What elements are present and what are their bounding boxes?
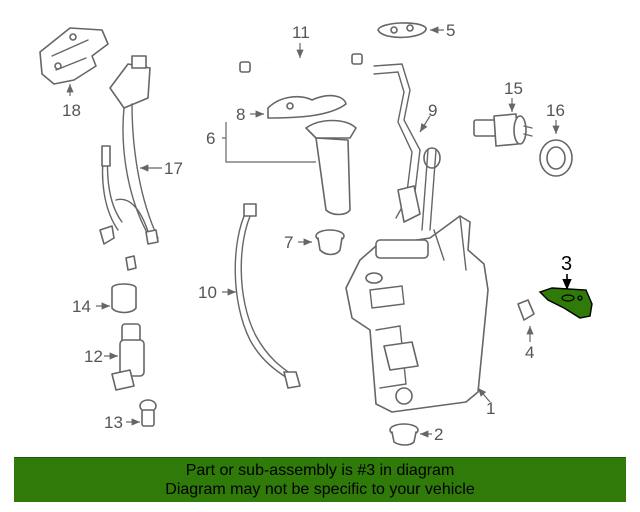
callout-15: 15	[504, 79, 523, 98]
callout-9: 9	[428, 101, 437, 120]
callout-8: 8	[236, 105, 245, 124]
part-12-pump	[111, 323, 145, 391]
banner-line-1: Part or sub-assembly is #3 in diagram	[185, 462, 455, 479]
part-9-filler-neck	[373, 63, 441, 231]
callout-1: 1	[486, 399, 495, 418]
callout-10: 10	[198, 283, 217, 302]
part-4-clip	[517, 299, 535, 321]
info-banner: Part or sub-assembly is #3 in diagram Di…	[14, 457, 626, 502]
part-11-hose	[239, 53, 363, 73]
callout-17: 17	[164, 159, 183, 178]
part-1-reservoir	[345, 215, 489, 413]
callout-16: 16	[546, 101, 565, 120]
part-5-cap	[377, 22, 427, 39]
part-18-bracket	[39, 27, 109, 85]
callout-12: 12	[84, 347, 103, 366]
part-6-pump-tube	[305, 119, 357, 216]
part-15-sensor	[473, 113, 533, 147]
part-3-bracket-highlighted[interactable]	[538, 287, 593, 319]
callout-6: 6	[206, 129, 215, 148]
part-17-harness	[99, 55, 159, 271]
callout-18: 18	[62, 101, 81, 120]
callout-14: 14	[72, 297, 91, 316]
banner-line-2: Diagram may not be specific to your vehi…	[165, 481, 475, 498]
part-8-grommet	[267, 94, 347, 119]
callout-7: 7	[284, 233, 293, 252]
callout-11: 11	[292, 23, 310, 42]
part-7-grommet	[315, 229, 345, 256]
leader-6	[222, 122, 316, 163]
callout-13: 13	[104, 413, 123, 432]
callout-5: 5	[446, 21, 455, 40]
part-10-hose	[234, 203, 301, 389]
leader-1	[477, 387, 491, 403]
part-2-grommet	[389, 423, 419, 446]
part-13-fitting	[139, 399, 157, 427]
callout-2: 2	[434, 425, 443, 444]
callout-3: 3	[561, 253, 572, 275]
callout-4: 4	[525, 343, 534, 362]
part-16-grommet	[539, 139, 573, 177]
leader-9	[419, 115, 431, 133]
parts-diagram: 18 17 11 5 9 8	[39, 21, 593, 446]
part-14-sleeve	[111, 283, 137, 314]
